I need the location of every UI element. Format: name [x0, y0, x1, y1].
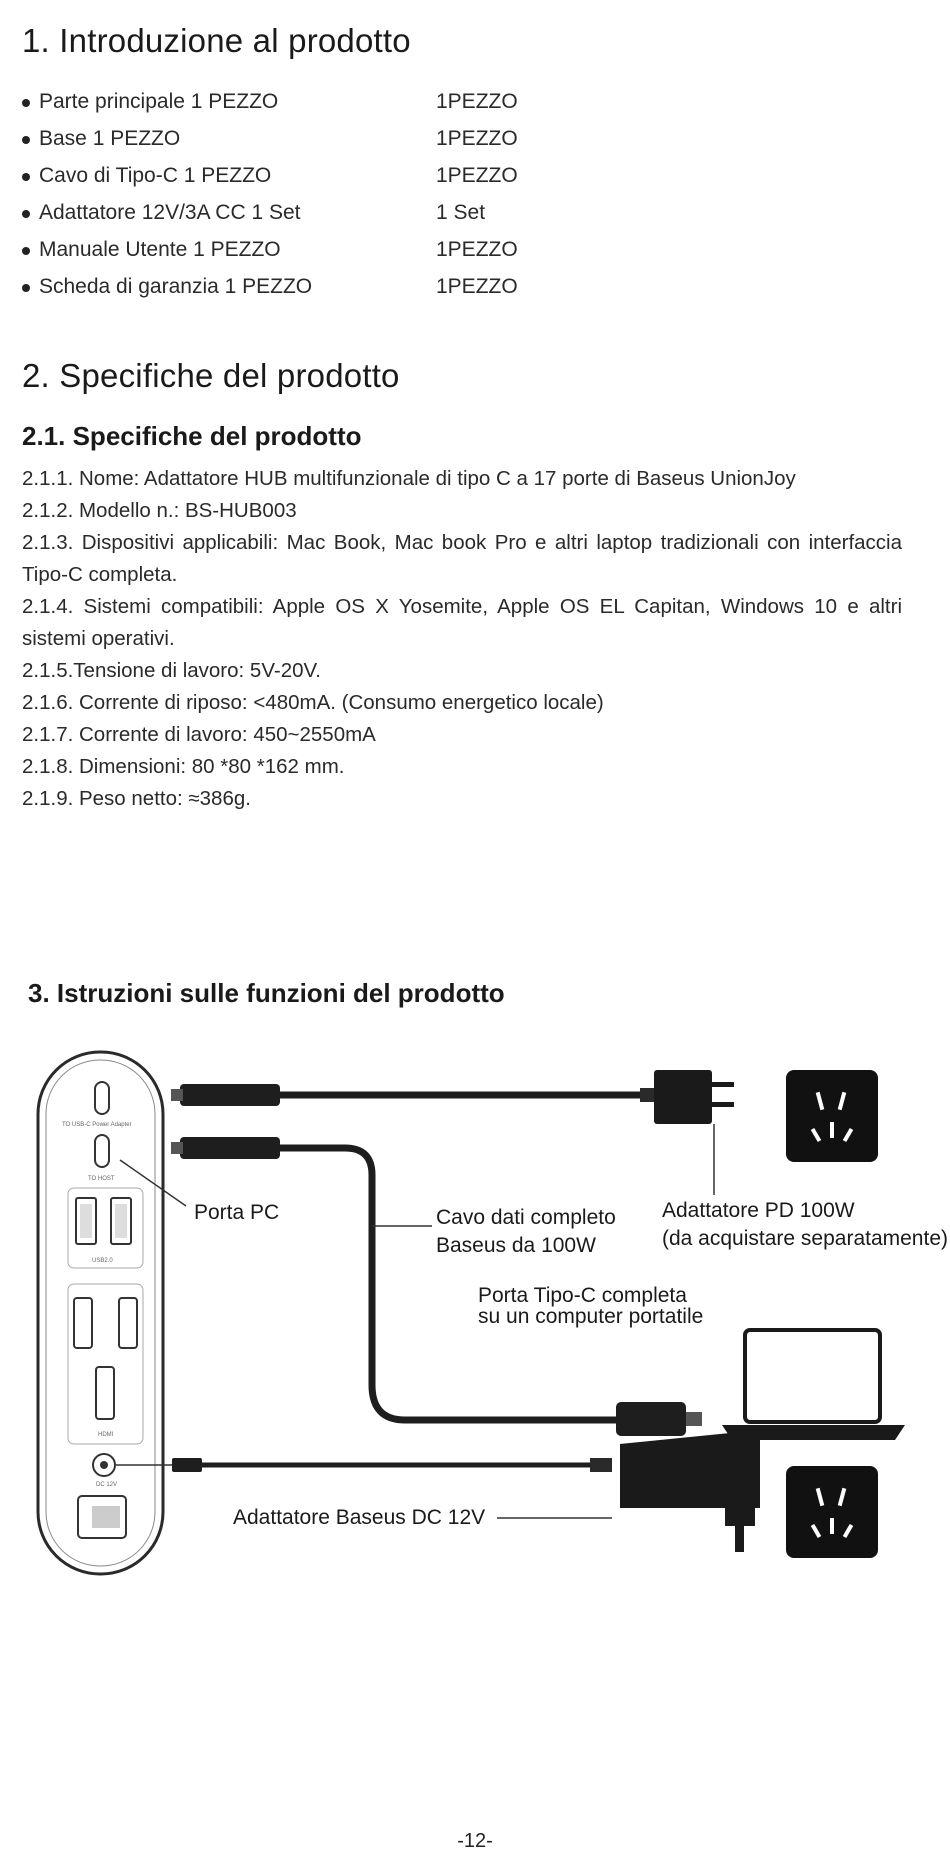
list-item: Manuale Utente 1 PEZZO 1PEZZO	[22, 238, 582, 275]
pd-adapter	[654, 1070, 734, 1195]
bullet-icon	[22, 247, 30, 255]
dc-port-label: DC 12V	[96, 1482, 117, 1488]
spec-line: 2.1.4. Sistemi compatibili: Apple OS X Y…	[22, 595, 902, 618]
list-item: Adattatore 12V/3A CC 1 Set 1 Set	[22, 201, 582, 238]
host-port-label: TO HOST	[88, 1176, 115, 1182]
power-adapter-port-label: TO USB-C Power Adapter	[62, 1122, 132, 1128]
item-qty: 1PEZZO	[436, 127, 518, 150]
package-contents-list: Parte principale 1 PEZZO 1PEZZO Base 1 PE…	[22, 90, 582, 312]
hdmi-port	[73, 1297, 93, 1349]
spec-line: sistemi operativi.	[22, 627, 175, 650]
item-qty: 1 Set	[436, 201, 486, 224]
bullet-icon	[22, 136, 30, 144]
pd-adapter-label-line2: (da acquistare separatamente)	[662, 1227, 948, 1250]
wall-socket-icon	[786, 1466, 878, 1558]
section-1-title: 1. Introduzione al prodotto	[22, 22, 411, 59]
item-qty: 1PEZZO	[436, 238, 518, 261]
data-cable	[171, 1137, 702, 1436]
laptop-icon	[722, 1328, 905, 1440]
laptop-label-line2: su un computer portatile	[478, 1305, 703, 1328]
wall-socket-icon	[786, 1070, 878, 1162]
spec-list: 2.1.1. Nome: Adattatore HUB multifunzion…	[22, 463, 902, 815]
cable-label-line2: Baseus da 100W	[436, 1234, 596, 1257]
hdmi-port	[118, 1297, 138, 1349]
spec-line: 2.1.2. Modello n.: BS-HUB003	[22, 499, 297, 522]
spec-line: Tipo-C completa.	[22, 563, 178, 586]
usb-c-host-port	[94, 1134, 110, 1168]
dc-cable	[116, 1458, 612, 1472]
laptop-label-line1: Porta Tipo-C completa	[478, 1284, 687, 1307]
section-2-title: 2. Specifiche del prodotto	[22, 357, 400, 394]
connection-diagram: TO USB-C Power Adapter TO HOST USB2.0 HD…	[36, 1050, 948, 1576]
bullet-icon	[22, 173, 30, 181]
spec-line: 2.1.8. Dimensioni: 80 *80 *162 mm.	[22, 755, 345, 778]
item-label: Parte principale 1 PEZZO	[39, 90, 279, 113]
pd-adapter-label-line1: Adattatore PD 100W	[662, 1199, 855, 1222]
list-item: Parte principale 1 PEZZO 1PEZZO	[22, 90, 582, 127]
section-2-subtitle: 2.1. Specifiche del prodotto	[22, 421, 362, 451]
cable-label-line1: Cavo dati completo	[436, 1206, 616, 1229]
dc-adapter-label: Adattatore Baseus DC 12V	[233, 1506, 485, 1529]
bullet-icon	[22, 284, 30, 292]
hdmi-port	[95, 1366, 115, 1420]
item-label: Manuale Utente 1 PEZZO	[39, 238, 281, 261]
hdmi-port-label: HDMI	[98, 1432, 114, 1438]
item-qty: 1PEZZO	[436, 164, 518, 187]
spec-line: 2.1.9. Peso netto: ≈386g.	[22, 787, 251, 810]
spec-line: 2.1.6. Corrente di riposo: <480mA. (Cons…	[22, 691, 604, 714]
spec-line: 2.1.7. Corrente di lavoro: 450~2550mA	[22, 723, 376, 746]
pd-cable	[171, 1084, 664, 1106]
bullet-icon	[22, 210, 30, 218]
item-label: Adattatore 12V/3A CC 1 Set	[39, 201, 301, 224]
section-3-title: 3. Istruzioni sulle funzioni del prodott…	[28, 978, 505, 1008]
list-item: Cavo di Tipo-C 1 PEZZO 1PEZZO	[22, 164, 582, 201]
spec-line: 2.1.1. Nome: Adattatore HUB multifunzion…	[22, 467, 796, 490]
list-item: Scheda di garanzia 1 PEZZO 1PEZZO	[22, 275, 582, 312]
item-label: Base 1 PEZZO	[39, 127, 181, 150]
dc-adapter	[497, 1430, 760, 1552]
pc-port-label: Porta PC	[194, 1201, 279, 1224]
usb-port-label: USB2.0	[92, 1258, 113, 1264]
list-item: Base 1 PEZZO 1PEZZO	[22, 127, 582, 164]
item-label: Cavo di Tipo-C 1 PEZZO	[39, 164, 272, 187]
item-qty: 1PEZZO	[436, 275, 518, 298]
bullet-icon	[22, 99, 30, 107]
item-label: Scheda di garanzia 1 PEZZO	[39, 275, 313, 298]
page-number: -12-	[457, 1830, 493, 1852]
item-qty: 1PEZZO	[436, 90, 518, 113]
spec-line: 2.1.3. Dispositivi applicabili: Mac Book…	[22, 531, 902, 554]
hub-device: TO USB-C Power Adapter TO HOST USB2.0 HD…	[36, 1050, 165, 1576]
spec-line: 2.1.5.Tensione di lavoro: 5V-20V.	[22, 659, 321, 682]
usb-c-power-port	[94, 1081, 110, 1115]
